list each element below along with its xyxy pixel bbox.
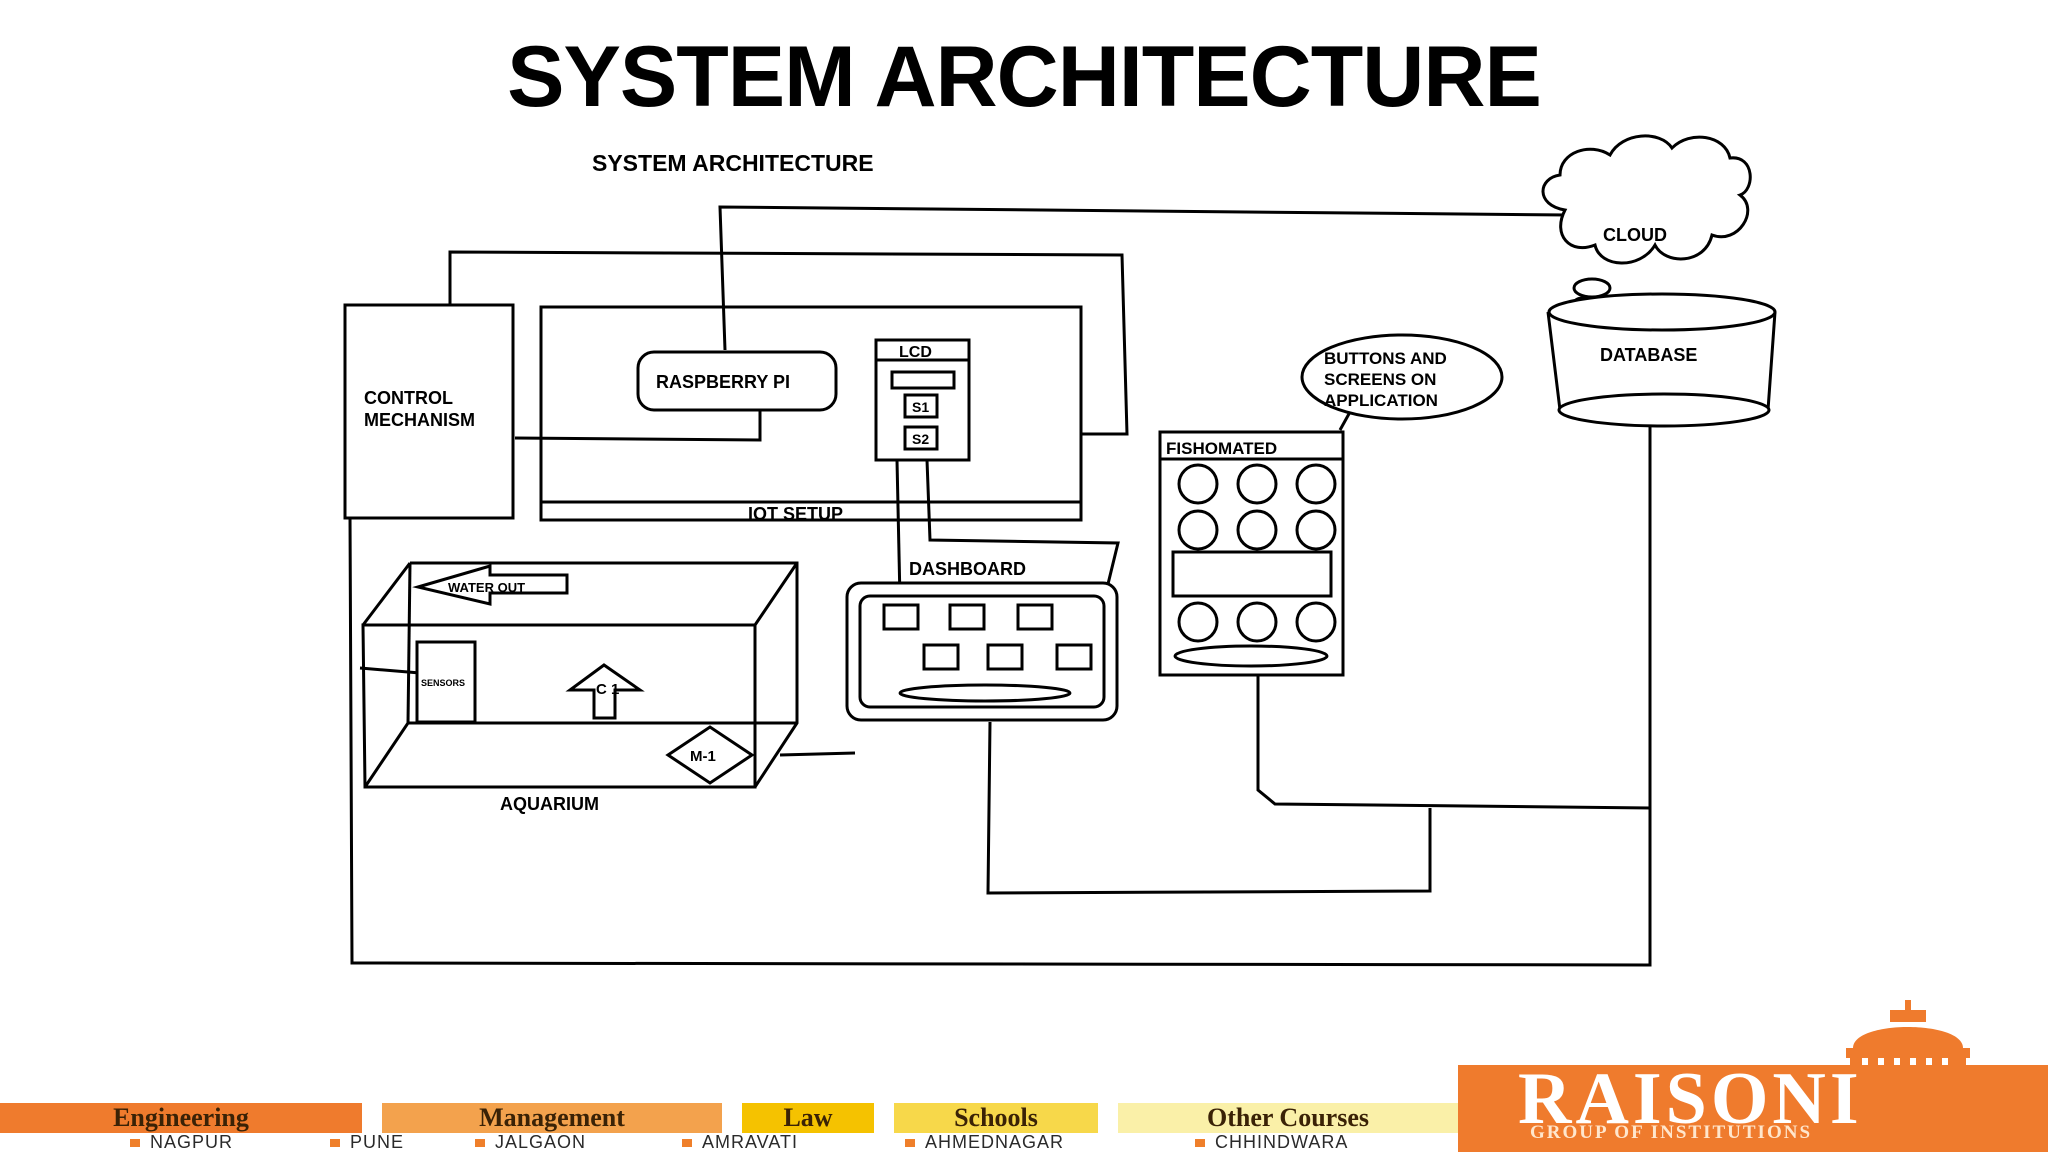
category-schools[interactable]: Schools (894, 1103, 1098, 1133)
logo-background (1458, 1065, 2048, 1152)
wire-lcd-to-dashboard-2 (925, 459, 1120, 585)
category-engineering[interactable]: Engineering (0, 1103, 362, 1133)
cloud-shape (1541, 134, 1752, 265)
cloud-label: CLOUD (1603, 225, 1667, 245)
fishomated-screen (1171, 550, 1333, 598)
dashboard-label: DASHBOARD (909, 559, 1026, 579)
cloud-bubble-1 (1572, 277, 1612, 299)
m1-diamond (665, 725, 755, 785)
fishomated-button (1236, 463, 1278, 505)
raisoni-logo: RAISONI GROUP OF INSTITUTIONS (1458, 1000, 2048, 1152)
wire-fish-to-db (1256, 420, 1652, 810)
buttons-label-3: APPLICATION (1324, 391, 1438, 410)
fishomated-slot (1173, 644, 1329, 668)
wire-outer-loop (348, 514, 1652, 967)
fishomated-button (1295, 509, 1337, 551)
database-bottom (1557, 392, 1771, 428)
dashboard-key (882, 603, 920, 631)
city-item: PUNE (330, 1133, 404, 1152)
sensors-box (415, 640, 477, 724)
diagram-heading: SYSTEM ARCHITECTURE (592, 150, 874, 176)
dashboard-outer (845, 581, 1119, 722)
fishomated-button (1295, 463, 1337, 505)
fishomated-button (1236, 601, 1278, 643)
city-item: CHHINDWARA (1195, 1133, 1348, 1152)
aquarium-back-left (406, 562, 412, 724)
dashboard-key (986, 643, 1024, 671)
fishomated-button (1177, 463, 1219, 505)
category-management[interactable]: Management (382, 1103, 722, 1133)
fishomated-button (1236, 509, 1278, 551)
logo-tagline: GROUP OF INSTITUTIONS (1530, 1122, 1813, 1143)
slide-title: SYSTEM ARCHITECTURE (507, 29, 1542, 125)
aquarium-front (361, 623, 757, 789)
water-out-arrow (412, 564, 569, 606)
iot-setup-label: IOT SETUP (748, 504, 843, 524)
control-label-1: CONTROL (364, 388, 453, 408)
wire-aquarium-to-dashboard (779, 751, 856, 757)
lcd-s2-label: S2 (912, 431, 929, 447)
database-top (1547, 292, 1777, 332)
wire-dashboard-down (986, 721, 1432, 895)
wire-control-to-iot (448, 250, 1129, 436)
buttons-label-1: BUTTONS AND (1324, 349, 1447, 368)
fishomated-button (1177, 601, 1219, 643)
buttons-bubble (1300, 333, 1504, 421)
wire-fish-to-bubble (1338, 411, 1352, 431)
lcd-s2-box (903, 425, 939, 451)
aquarium-back (410, 561, 799, 788)
city-item: NAGPUR (130, 1133, 233, 1152)
water-out-label: WATER OUT (448, 580, 525, 595)
city-item: JALGAON (475, 1133, 586, 1152)
category-law[interactable]: Law (742, 1103, 874, 1133)
fishomated-button (1295, 601, 1337, 643)
city-item: AMRAVATI (682, 1133, 798, 1152)
m1-label: M-1 (690, 748, 716, 765)
dashboard-key (948, 603, 986, 631)
lcd-label: LCD (899, 344, 932, 361)
dome-icon (1846, 1000, 1970, 1067)
wire-rpi-to-cloud (718, 205, 1569, 351)
buttons-label-2: SCREENS ON (1324, 370, 1436, 389)
lcd-s1-box (903, 393, 939, 419)
dashboard-inner (858, 594, 1106, 709)
control-label-2: MECHANISM (364, 410, 475, 430)
lcd-s1-label: S1 (912, 399, 929, 415)
control-mechanism-box (343, 303, 515, 520)
database-label: DATABASE (1600, 345, 1697, 365)
aquarium-label: AQUARIUM (500, 794, 599, 814)
wire-sensor-to-wall (359, 666, 421, 675)
category-other-courses[interactable]: Other Courses (1118, 1103, 1458, 1133)
dashboard-key (1055, 643, 1093, 671)
database-body (1546, 311, 1777, 411)
raspberry-pi-box (636, 350, 838, 412)
dashboard-key (1016, 603, 1054, 631)
city-list: NAGPUR PUNE JALGAON AMRAVATI AHMEDNAGAR … (0, 1133, 1460, 1152)
logo-name: RAISONI (1518, 1058, 1863, 1140)
sensors-label: SENSORS (421, 678, 465, 688)
fishomated-button (1177, 509, 1219, 551)
wire-lcd-to-dashboard (895, 459, 902, 601)
fishomated-label: FISHOMATED (1166, 439, 1277, 458)
lcd-screen (890, 370, 956, 390)
wire-control-to-rpi (514, 410, 762, 442)
dashboard-slot (898, 683, 1072, 703)
iot-setup-box (539, 305, 1083, 522)
dashboard-key (922, 643, 960, 671)
c1-label: C 1 (596, 681, 619, 698)
c1-arrow (565, 663, 645, 720)
city-item: AHMEDNAGAR (905, 1133, 1064, 1152)
raspberry-pi-label: RASPBERRY PI (656, 372, 790, 392)
footer-bar: Engineering Management Law Schools Other… (0, 1095, 1460, 1152)
